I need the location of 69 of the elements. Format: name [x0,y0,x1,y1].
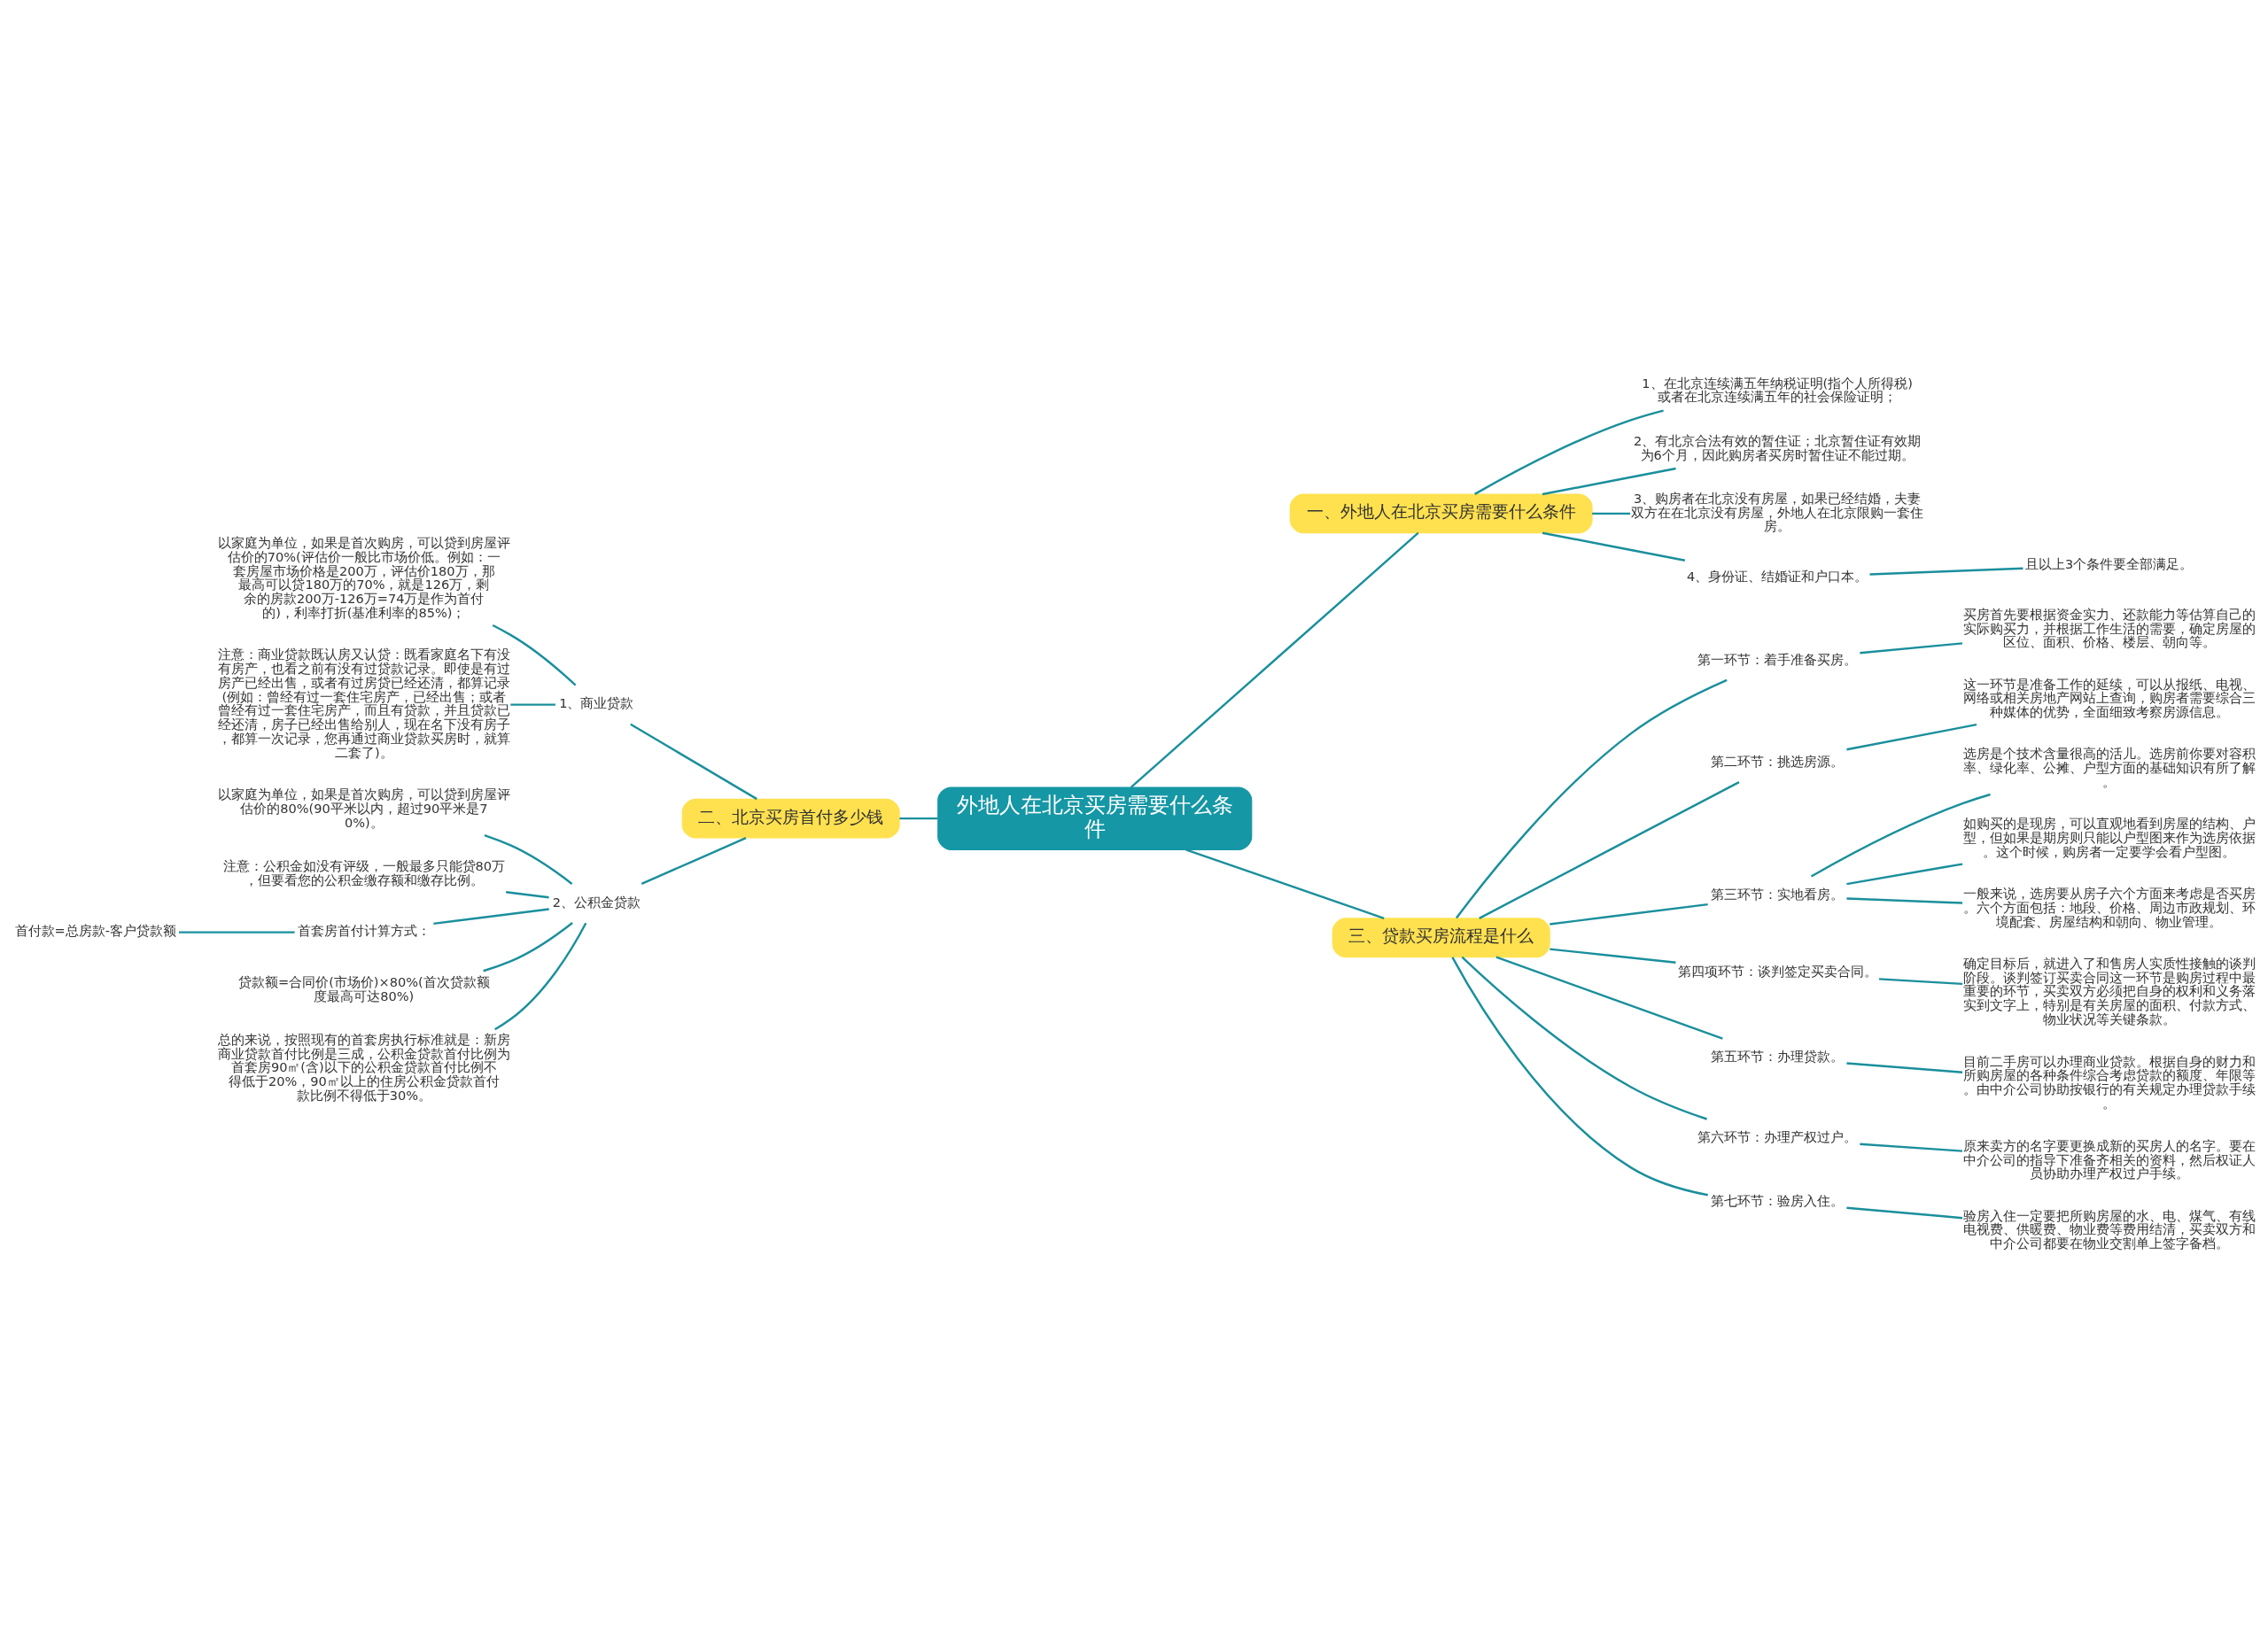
connector [484,833,573,885]
connector [494,922,587,1030]
node-text: 确定目标后，就进入了和售房人实质性接触的谈判阶段。谈判签订买卖合同这一环节是购房过程中最重要的环节，买卖双方必须把自身的权利和义务落实到文字上，特别是有关房屋的面积、付款方式、物业状况等关键条款。 [1962,956,2256,1027]
connector [641,836,747,885]
connector [492,624,577,686]
connector [1810,793,1991,878]
node-text: 买房首先要根据资金实力、还款能力等估算自己的实际购买力，并根据工作生活的需要，确定房屋的区位、面积、价格、楼层、朝向等。 [1962,607,2256,649]
connector [630,723,757,800]
connector [1495,956,1723,1040]
node-text: 第四项环节：谈判签定买卖合同。 [1677,964,1877,979]
node-text: 注意：商业贷款既认房又认贷：既看家庭名下有没有房产，也看之前有没有过贷款记录。即使是有过房产已经出售，或者有过房贷已经还清，都算记录(例如：曾经有过一套住宅房产，已经出售；或者曾经有过一套住宅房产，而且有贷款，并且贷款已经还清，房子已经出售给别人，现在名下没有房子，都算一次记录，您再通过商业贷款买房时，就算二套了)。 [217,647,510,760]
node-text: 第一环节：着手准备买房。 [1697,652,1858,667]
connector [1860,641,1963,654]
connector [1846,1206,1963,1219]
node-text: 如购买的是现房，可以直观地看到房屋的结构、户型，但如果是期房则只能以户型图来作为选房依据。这个时候，购房者一定要学会看户型图。 [1962,816,2256,859]
connector [1846,1061,1963,1073]
node-text: 验房入住一定要把所购房屋的水、电、煤气、有线电视费、供暖费、物业费等费用结清，买卖双方和中介公司都要在物业交割单上签字备档。 [1962,1208,2256,1251]
node-text: 2、公积金贷款 [552,895,641,910]
connector [506,890,549,898]
node-text: 原来卖方的名字要更换成新的买房人的名字。要在中介公司的指导下准备齐相关的资料，然后权证人员协助办理产权过户手续。 [1962,1138,2256,1181]
node-text: 第七环节：验房入住。 [1711,1193,1845,1208]
connector [1130,531,1419,788]
connector [1879,977,1963,985]
node-text: 2、有北京合法有效的暂住证；北京暂住证有效期为6个月，因此购房者买房时暂住证不能过期。 [1634,433,1922,462]
node-box: 外地人在北京买房需要什么条件 [937,786,1253,850]
node-text: 第六环节：办理产权过户。 [1697,1129,1858,1144]
connector [1550,947,1676,964]
node-text: 第五环节：办理贷款。 [1711,1049,1845,1064]
node-text: 首付款=总房款-客户贷款额 [14,923,176,938]
connector [179,930,295,934]
connector [1461,956,1707,1120]
node-text: 1、在北京连续满五年纳税证明(指个人所得税)或者在北京连续满五年的社会保险证明； [1642,376,1913,404]
connector [1550,903,1708,926]
connector [1860,1143,1963,1152]
connector [1456,678,1728,918]
connector [1846,896,1963,904]
node-text: 第二环节：挑选房源。 [1711,754,1845,769]
connector [1185,848,1385,919]
connector [899,817,938,819]
node-box: 一、外地人在北京买房需要什么条件 [1289,492,1593,533]
connector [1542,467,1676,495]
connector [483,921,573,972]
connector [1846,862,1963,885]
node-text: 首套房首付计算方式： [297,923,431,938]
connector [1474,408,1664,495]
connector [1451,956,1708,1196]
node-text: 以家庭为单位，如果是首次购房，可以贷到房屋评估价的80%(90平米以内，超过90平米是70%)。 [217,786,510,830]
node-text: 总的来说，按照现有的首套房执行标准就是：新房商业贷款首付比例是三成，公积金贷款首付比例为首套房90㎡(含)以下的公积金贷款首付比例不得低于20%，90㎡以上的住房公积金贷款首付款比例不得低于30%。 [217,1032,510,1103]
connector [510,702,555,706]
connector [1592,512,1631,515]
node-box: 二、北京买房首付多少钱 [681,798,900,839]
node-text: 选房是个技术含量很高的活儿。选房前你要对容积率、绿化率、公摊、户型方面的基础知识有所了解。 [1962,746,2256,789]
node-text: 这一环节是准备工作的延续，可以从报纸、电视、网络或相关房地产网站上查询，购房者需要综合三种媒体的优势，全面细致考察房源信息。 [1962,677,2256,719]
node-text: 4、身份证、结婚证和户口本。 [1687,569,1868,584]
node-text: 目前二手房可以办理商业贷款。根据自身的财力和所购房屋的各种条件综合考虑贷款的额度、年限等。由中介公司协助按银行的有关规定办理贷款手续。 [1962,1054,2256,1111]
connector [1869,567,2023,576]
node-text: 贷款额=合同价(市场价)×80%(首次贷款额度最高可达80%) [237,974,490,1003]
node-text: 以家庭为单位，如果是首次购房，可以贷到房屋评估价的70%(评估价一般比市场价低。例如：一套房屋市场价格是200万，评估价180万，那最高可以贷180万的70%，就是126万，剩余的房款200万-126万=74万是作为首付的)，利率打折(基准利率的85%)； [217,535,510,620]
connector [1479,780,1740,919]
node-text: 第三环节：实地看房。 [1711,887,1845,902]
node-text: 1、商业贷款 [559,695,634,710]
connector [1542,531,1686,562]
node-box: 三、贷款买房流程是什么 [1332,917,1550,957]
connector [433,907,549,925]
connector [1846,723,1977,750]
node-text: 注意：公积金如没有评级，一般最多只能贷80万，但要看您的公积金缴存额和缴存比例。 [222,858,506,887]
node-text: 3、购房者在北京没有房屋，如果已经结婚，夫妻双方在在北京没有房屋，外地人在北京限购一套住房。 [1631,491,1924,533]
node-text: 且以上3个条件要全部满足。 [2025,556,2194,571]
node-text: 一般来说，选房要从房子六个方面来考虑是否买房。六个方面包括：地段、价格、周边市政规划、环境配套、房屋结构和朝向、物业管理。 [1962,886,2256,928]
